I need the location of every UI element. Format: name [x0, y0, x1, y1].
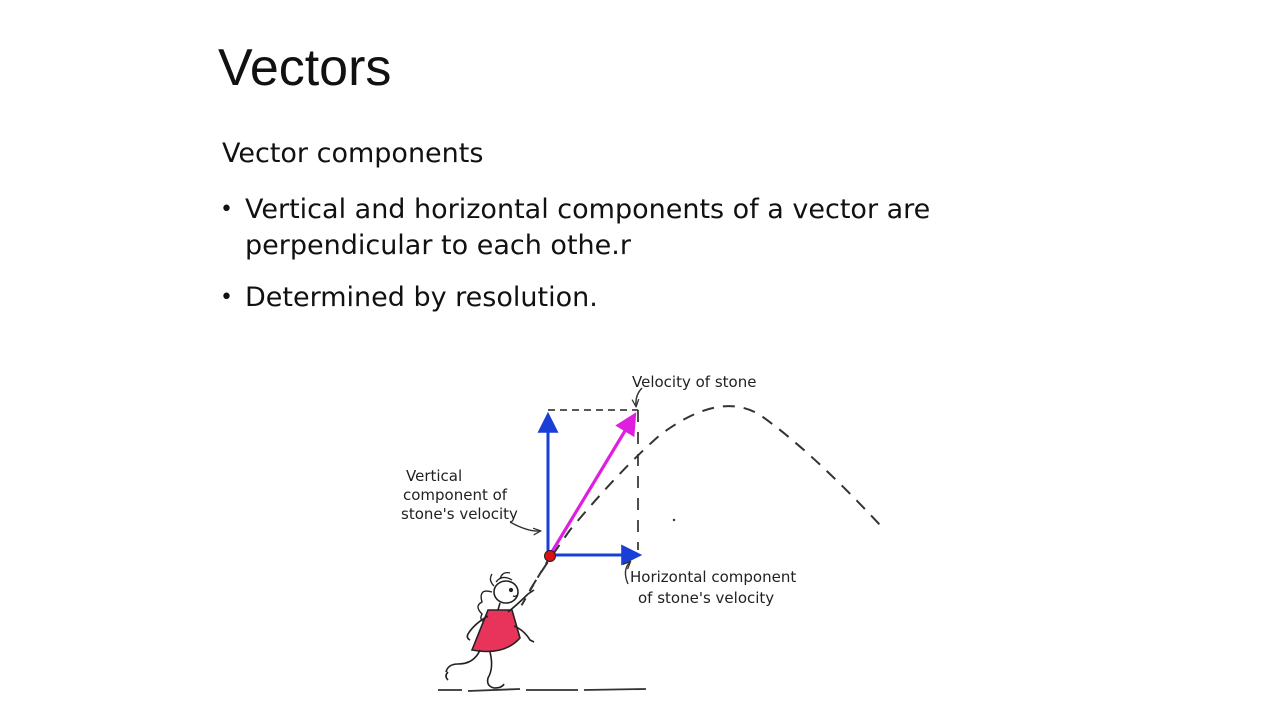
bullet-text-line: Vertical and horizontal components of a …	[245, 194, 931, 225]
velocity-label: Velocity of stone	[632, 373, 756, 391]
bullet-list: • Vertical and horizontal components of …	[218, 192, 1038, 332]
bullet-item-components: • Vertical and horizontal components of …	[218, 192, 1038, 264]
slide-subtitle: Vector components	[222, 138, 484, 169]
launch-point	[544, 550, 556, 562]
horizontal-label-line2: of stone's velocity	[638, 589, 774, 607]
bullet-dot-icon: •	[220, 285, 233, 310]
slide-title: Vectors	[218, 39, 392, 97]
vertical-pointer	[509, 521, 540, 531]
bullet-text-line: perpendicular to each othe.r	[245, 230, 631, 261]
bullet-text-line: Determined by resolution.	[245, 282, 598, 313]
ground-line	[438, 688, 647, 692]
horizontal-pointer	[625, 562, 630, 585]
vector-components-diagram: Velocity of stone Vertical component of …	[401, 373, 881, 692]
resultant-velocity-arrow	[548, 412, 637, 556]
vertical-label-line3: stone's velocity	[401, 505, 518, 523]
vertical-label-line1: Vertical	[406, 467, 462, 485]
trajectory-tail	[519, 556, 551, 609]
bullet-dot-icon: •	[220, 197, 233, 222]
girl-throwing-illustration	[445, 571, 535, 689]
stray-dot	[672, 518, 676, 522]
vertical-label-line2: component of	[403, 486, 508, 504]
velocity-pointer	[636, 387, 643, 406]
trajectory-curve	[529, 405, 881, 591]
bullet-item-resolution: • Determined by resolution.	[218, 280, 1038, 316]
horizontal-label-line1: Horizontal component	[630, 568, 796, 586]
